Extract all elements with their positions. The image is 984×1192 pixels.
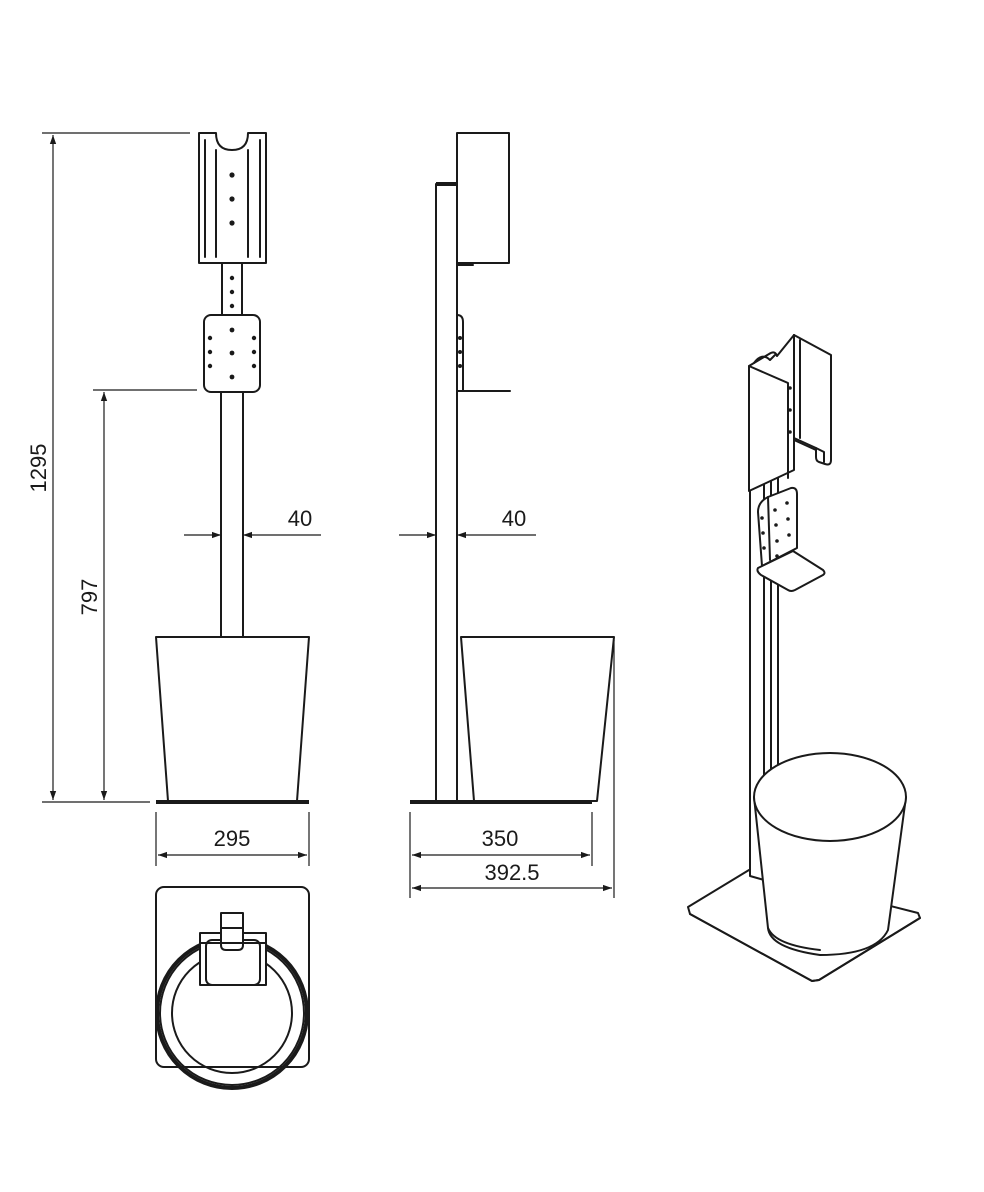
side-top-holder [456,132,510,264]
dimension-front-base-width: 295 [155,812,310,866]
side-post [435,183,458,803]
front-top-holder [198,132,267,264]
dimension-side-total-depth: 392.5 [412,860,612,892]
side-post-width-label: 40 [502,506,526,531]
top-view [155,886,310,1090]
dimension-bin-height: 797 [77,389,197,800]
side-view [410,132,615,804]
bin-height-label: 797 [77,579,102,616]
isometric-view [687,334,921,982]
dimension-side-post-width: 40 [399,506,536,539]
front-shelf-holder [203,314,261,393]
front-view [155,132,310,804]
total-height-label: 1295 [26,444,51,493]
dimension-front-post-width: 40 [184,506,321,539]
top-base-plate [155,886,310,1068]
top-holder [199,912,267,986]
front-bin [155,636,310,802]
side-shelf-holder [456,314,511,392]
dimension-total-height: 1295 [26,132,190,803]
side-bin-depth-label: 350 [482,826,519,851]
dimension-side-bin-depth: 350 [409,640,615,898]
iso-shelf-holder [756,486,826,592]
iso-top-holder [748,334,832,492]
front-base-width-label: 295 [214,826,251,851]
side-total-depth-label: 392.5 [484,860,539,885]
front-post-width-label: 40 [288,506,312,531]
iso-bin [753,752,907,956]
front-post [220,391,244,638]
side-bin [460,636,615,802]
